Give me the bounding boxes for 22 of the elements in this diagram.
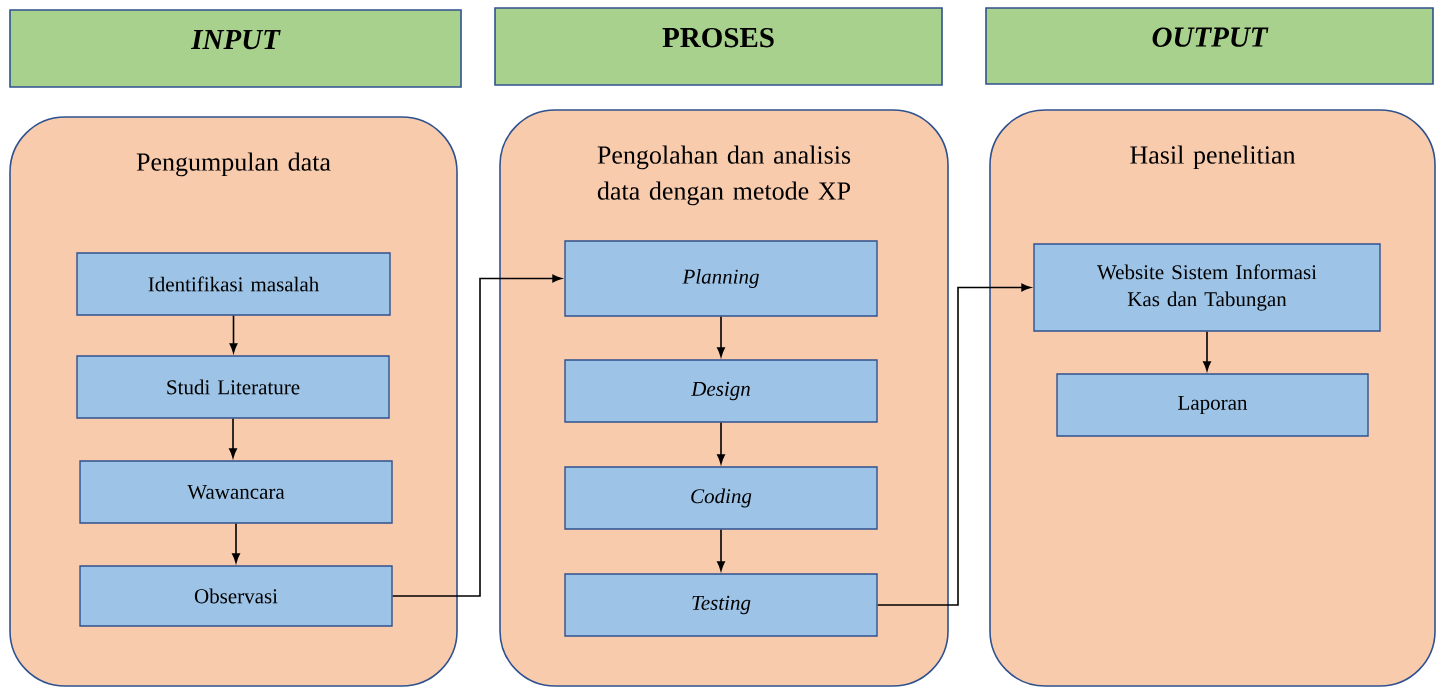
arrow xyxy=(229,417,237,458)
process-box: Observasi xyxy=(79,565,393,627)
process-box: Testing xyxy=(564,573,878,637)
arrow xyxy=(717,315,725,357)
header-box: INPUT xyxy=(9,9,462,88)
process-box: Planning xyxy=(564,240,878,317)
arrow xyxy=(876,283,1031,606)
arrow xyxy=(717,528,725,571)
process-box: Identifikasi masalah xyxy=(76,252,391,316)
arrow xyxy=(1203,330,1211,371)
process-box: Coding xyxy=(564,466,878,530)
header-box: PROSES xyxy=(494,7,943,86)
arrow xyxy=(232,522,240,563)
arrow xyxy=(717,421,725,464)
header-box: OUTPUT xyxy=(985,7,1434,85)
process-box: Laporan xyxy=(1056,373,1369,437)
process-box: Studi Literature xyxy=(76,355,390,419)
process-box: Website Sistem Informasi Kas dan Tabungan xyxy=(1033,243,1381,332)
arrow xyxy=(391,274,562,597)
process-box: Design xyxy=(564,359,878,423)
process-box: Wawancara xyxy=(79,460,393,524)
arrow xyxy=(229,314,238,353)
